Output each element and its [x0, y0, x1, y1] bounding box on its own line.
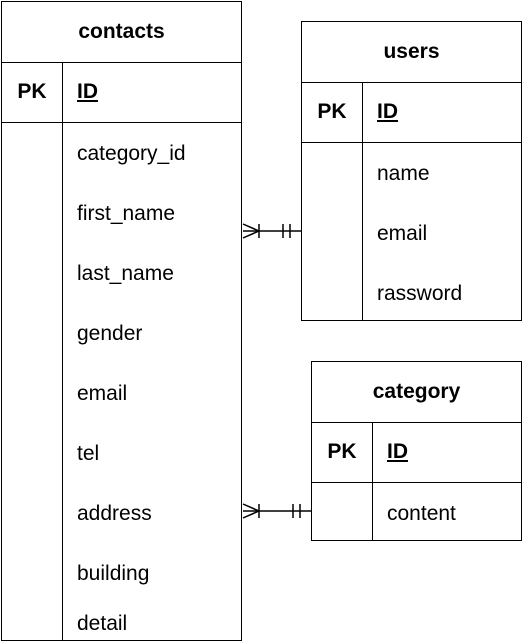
users-pk-row: PK ID — [302, 82, 521, 143]
category-table: category PK ID content — [311, 361, 522, 541]
contacts-pk-row: PK ID — [2, 62, 241, 123]
category-pk-row: PK ID — [312, 422, 521, 483]
contacts-users-relationship — [242, 223, 301, 239]
contacts-field-first-name: first_name — [77, 202, 176, 225]
contacts-pk-field: ID — [77, 80, 98, 103]
contacts-field-email: email — [77, 382, 128, 405]
crowfoot-mark — [242, 510, 260, 519]
contacts-key-column-divider — [62, 62, 63, 640]
category-key-column-divider — [372, 422, 373, 540]
contacts-field-tel: tel — [77, 442, 100, 465]
contacts-field-address: address — [77, 502, 152, 525]
category-table-title: category — [312, 362, 521, 423]
users-table: users PK ID name email rassword — [301, 21, 522, 321]
users-pk-label: PK — [317, 100, 347, 123]
contacts-field-last-name: last_name — [77, 262, 174, 285]
crowfoot-mark — [242, 223, 260, 232]
category-field-content: content — [387, 502, 456, 525]
contacts-table-title: contacts — [2, 2, 241, 63]
contacts-field-gender: gender — [77, 322, 143, 345]
crowfoot-mark — [242, 230, 260, 239]
category-pk-field: ID — [387, 440, 408, 463]
users-field-password: rassword — [377, 282, 463, 305]
users-table-title: users — [302, 22, 521, 83]
contacts-field-building: building — [77, 562, 150, 585]
contacts-field-detail: detail — [77, 612, 128, 635]
crowfoot-mark — [242, 503, 260, 512]
contacts-field-category-id: category_id — [77, 142, 186, 165]
contacts-pk-label: PK — [17, 80, 47, 103]
users-pk-field: ID — [377, 100, 398, 123]
category-pk-label: PK — [327, 440, 357, 463]
users-key-column-divider — [362, 82, 363, 320]
users-field-name: name — [377, 162, 430, 185]
contacts-category-relationship — [242, 503, 311, 519]
contacts-table: contacts PK ID category_id first_name la… — [1, 1, 242, 641]
users-field-email: email — [377, 222, 428, 245]
